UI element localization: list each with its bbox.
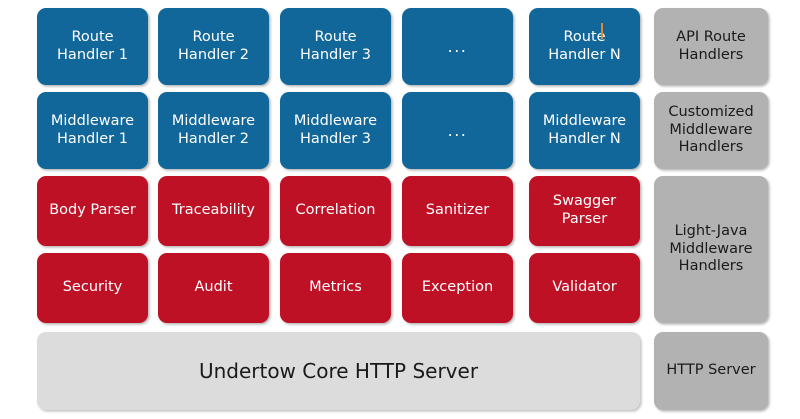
exception-box[interactable]: Exception bbox=[402, 253, 513, 323]
middleware-handler-2-box[interactable]: Middleware Handler 2 bbox=[158, 92, 269, 169]
light-java-middleware-handlers-label-box: Light-Java Middleware Handlers bbox=[654, 176, 768, 323]
route-handler-n-box[interactable]: Route Handler N bbox=[529, 8, 640, 85]
validator-box[interactable]: Validator bbox=[529, 253, 640, 323]
audit-box[interactable]: Audit bbox=[158, 253, 269, 323]
security-box[interactable]: Security bbox=[37, 253, 148, 323]
body-parser-box[interactable]: Body Parser bbox=[37, 176, 148, 246]
route-handler-1-box[interactable]: Route Handler 1 bbox=[37, 8, 148, 85]
middleware-handler-ellipsis-box[interactable]: ... bbox=[402, 92, 513, 169]
middleware-handler-3-box[interactable]: Middleware Handler 3 bbox=[280, 92, 391, 169]
route-handler-n-label: Route Handler N bbox=[548, 28, 621, 63]
correlation-box[interactable]: Correlation bbox=[280, 176, 391, 246]
route-handler-2-box[interactable]: Route Handler 2 bbox=[158, 8, 269, 85]
traceability-box[interactable]: Traceability bbox=[158, 176, 269, 246]
http-server-label-box: HTTP Server bbox=[654, 332, 768, 410]
metrics-box[interactable]: Metrics bbox=[280, 253, 391, 323]
api-route-handlers-label-box: API Route Handlers bbox=[654, 8, 768, 85]
customized-middleware-handlers-label-box: Customized Middleware Handlers bbox=[654, 92, 768, 169]
route-handler-3-box[interactable]: Route Handler 3 bbox=[280, 8, 391, 85]
swagger-parser-box[interactable]: Swagger Parser bbox=[529, 176, 640, 246]
middleware-handler-n-box[interactable]: Middleware Handler N bbox=[529, 92, 640, 169]
text-caret-icon bbox=[601, 23, 603, 39]
undertow-core-http-server-bar[interactable]: Undertow Core HTTP Server bbox=[37, 332, 640, 410]
sanitizer-box[interactable]: Sanitizer bbox=[402, 176, 513, 246]
route-handler-ellipsis-box[interactable]: ... bbox=[402, 8, 513, 85]
middleware-handler-1-box[interactable]: Middleware Handler 1 bbox=[37, 92, 148, 169]
